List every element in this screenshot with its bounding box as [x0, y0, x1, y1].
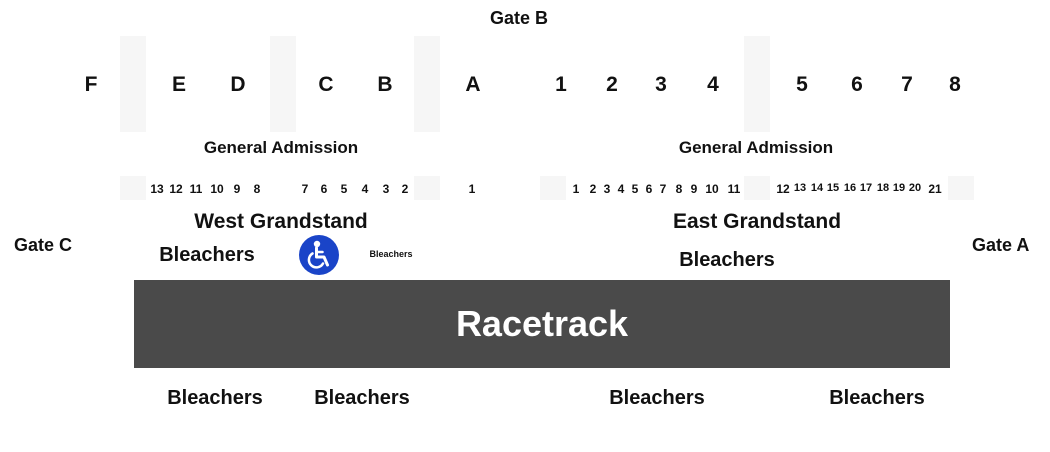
aisle-center: [414, 36, 440, 132]
row-6[interactable]: 6: [320, 182, 328, 196]
section-6[interactable]: 6: [851, 73, 863, 96]
row-east-4[interactable]: 4: [617, 182, 625, 196]
bleachers-small[interactable]: Bleachers: [369, 249, 413, 259]
section-7[interactable]: 7: [901, 73, 913, 96]
row-east-19[interactable]: 19: [892, 182, 906, 194]
row-9[interactable]: 9: [233, 182, 241, 196]
section-f[interactable]: F: [84, 73, 98, 96]
row-east-8[interactable]: 8: [675, 182, 683, 196]
gate-b-label[interactable]: Gate B: [489, 8, 549, 28]
row-strip-east: [540, 176, 566, 200]
row-east-6[interactable]: 6: [645, 182, 653, 196]
bleachers-bottom-3[interactable]: Bleachers: [609, 387, 705, 409]
row-east-7[interactable]: 7: [659, 182, 667, 196]
west-grandstand-label: West Grandstand: [194, 210, 368, 233]
row-east-5[interactable]: 5: [631, 182, 639, 196]
section-c[interactable]: C: [318, 73, 334, 96]
row-east-17[interactable]: 17: [859, 182, 873, 194]
section-8[interactable]: 8: [949, 73, 961, 96]
row-east-21[interactable]: 21: [928, 182, 942, 196]
row-strip-west-2: [414, 176, 440, 200]
row-east-2[interactable]: 2: [589, 182, 597, 196]
row-2[interactable]: 2: [401, 182, 409, 196]
row-east-10[interactable]: 10: [705, 182, 719, 196]
racetrack-label: Racetrack: [455, 303, 629, 344]
section-a[interactable]: A: [465, 73, 481, 96]
row-east-16[interactable]: 16: [843, 182, 857, 194]
row-east-3[interactable]: 3: [603, 182, 611, 196]
row-10[interactable]: 10: [210, 182, 224, 196]
bleachers-bottom-4[interactable]: Bleachers: [829, 387, 925, 409]
wheelchair-icon[interactable]: [299, 235, 339, 275]
row-east-13[interactable]: 13: [793, 182, 807, 194]
row-east-18[interactable]: 18: [876, 182, 890, 194]
row-east-15[interactable]: 15: [826, 182, 840, 194]
aisle-east: [744, 36, 770, 132]
row-4[interactable]: 4: [361, 182, 369, 196]
row-east-11[interactable]: 11: [727, 182, 741, 196]
row-east-1[interactable]: 1: [572, 182, 580, 196]
gate-c-label[interactable]: Gate C: [14, 235, 73, 255]
row-8[interactable]: 8: [253, 182, 261, 196]
row-east-12[interactable]: 12: [776, 182, 790, 196]
row-strip-east-2: [744, 176, 770, 200]
section-1[interactable]: 1: [555, 73, 567, 96]
general-admission-east[interactable]: General Admission: [678, 138, 834, 157]
row-13[interactable]: 13: [150, 182, 164, 196]
section-4[interactable]: 4: [707, 73, 719, 96]
bleachers-east[interactable]: Bleachers: [679, 249, 775, 271]
row-east-14[interactable]: 14: [810, 182, 824, 194]
section-e[interactable]: E: [171, 73, 187, 96]
section-2[interactable]: 2: [606, 73, 618, 96]
row-strip-west: [120, 176, 146, 200]
row-strip-east-3: [948, 176, 974, 200]
section-5[interactable]: 5: [796, 73, 808, 96]
row-5[interactable]: 5: [340, 182, 348, 196]
row-3[interactable]: 3: [382, 182, 390, 196]
aisle-west-center: [270, 36, 296, 132]
bleachers-bottom-1[interactable]: Bleachers: [167, 387, 263, 409]
row-center-1[interactable]: 1: [468, 182, 476, 196]
east-grandstand-label: East Grandstand: [672, 210, 842, 233]
row-12[interactable]: 12: [169, 182, 183, 196]
bleachers-bottom-2[interactable]: Bleachers: [314, 387, 410, 409]
row-11[interactable]: 11: [189, 182, 203, 196]
aisle-west: [120, 36, 146, 132]
general-admission-west[interactable]: General Admission: [203, 138, 359, 157]
gate-a-label[interactable]: Gate A: [972, 235, 1030, 255]
row-east-20[interactable]: 20: [908, 182, 922, 194]
section-b[interactable]: B: [377, 73, 393, 96]
section-3[interactable]: 3: [655, 73, 667, 96]
row-7[interactable]: 7: [301, 182, 309, 196]
bleachers-west[interactable]: Bleachers: [159, 244, 255, 266]
section-d[interactable]: D: [230, 73, 246, 96]
row-east-9[interactable]: 9: [690, 182, 698, 196]
racetrack: Racetrack: [134, 280, 950, 368]
